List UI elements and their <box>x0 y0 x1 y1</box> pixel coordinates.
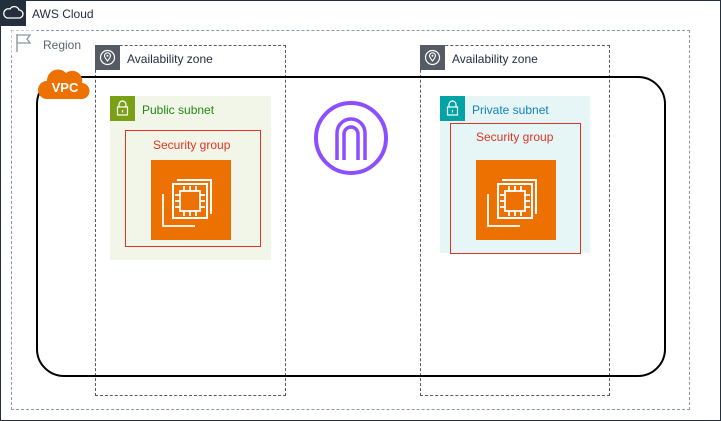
cloud-icon <box>0 0 26 26</box>
gateway-icon <box>313 100 389 176</box>
vpc-badge: VPC <box>38 63 90 103</box>
location-pin-icon <box>420 45 445 70</box>
security-group-2-label: Security group <box>476 130 554 144</box>
aws-cloud-label: AWS Cloud <box>32 7 94 21</box>
availability-zone-2 <box>420 45 610 396</box>
security-group-2 <box>450 123 581 254</box>
security-group-1-label: Security group <box>153 138 231 152</box>
region-label: Region <box>43 38 82 52</box>
vpc-group <box>36 76 666 377</box>
region-group <box>11 30 690 410</box>
ec2-instance-icon <box>476 160 556 240</box>
private-subnet-label: Private subnet <box>472 103 549 117</box>
public-subnet-label: Public subnet <box>142 103 215 117</box>
flag-icon <box>11 30 37 56</box>
location-pin-icon <box>95 45 120 70</box>
availability-zone-1-label: Availability zone <box>127 52 213 66</box>
availability-zone-2-label: Availability zone <box>452 52 538 66</box>
availability-zone-1 <box>95 45 286 396</box>
security-group-1 <box>125 130 261 247</box>
lock-icon <box>440 96 465 121</box>
vpc-label: VPC <box>52 80 79 95</box>
ec2-instance-icon <box>151 160 231 240</box>
lock-icon <box>110 96 135 121</box>
